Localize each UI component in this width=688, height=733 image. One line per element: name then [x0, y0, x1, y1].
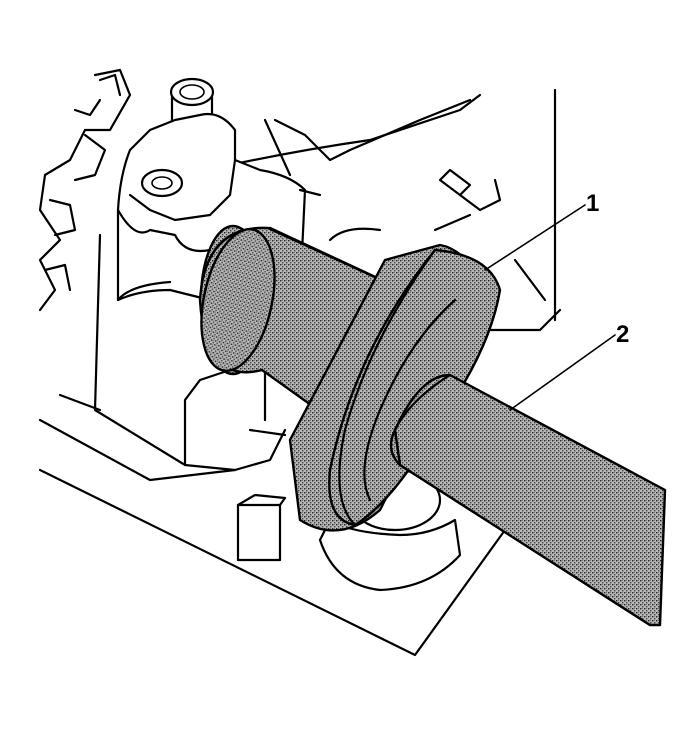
callout-2-label: 2: [616, 321, 629, 348]
seal-ring: [288, 243, 502, 532]
driver-handle: [389, 373, 667, 627]
callout-1-label: 1: [586, 190, 599, 217]
leader-line-1: [484, 204, 586, 271]
leader-line-2: [509, 334, 616, 411]
leader-lines: [484, 204, 616, 411]
gear-teeth: [38, 68, 132, 312]
